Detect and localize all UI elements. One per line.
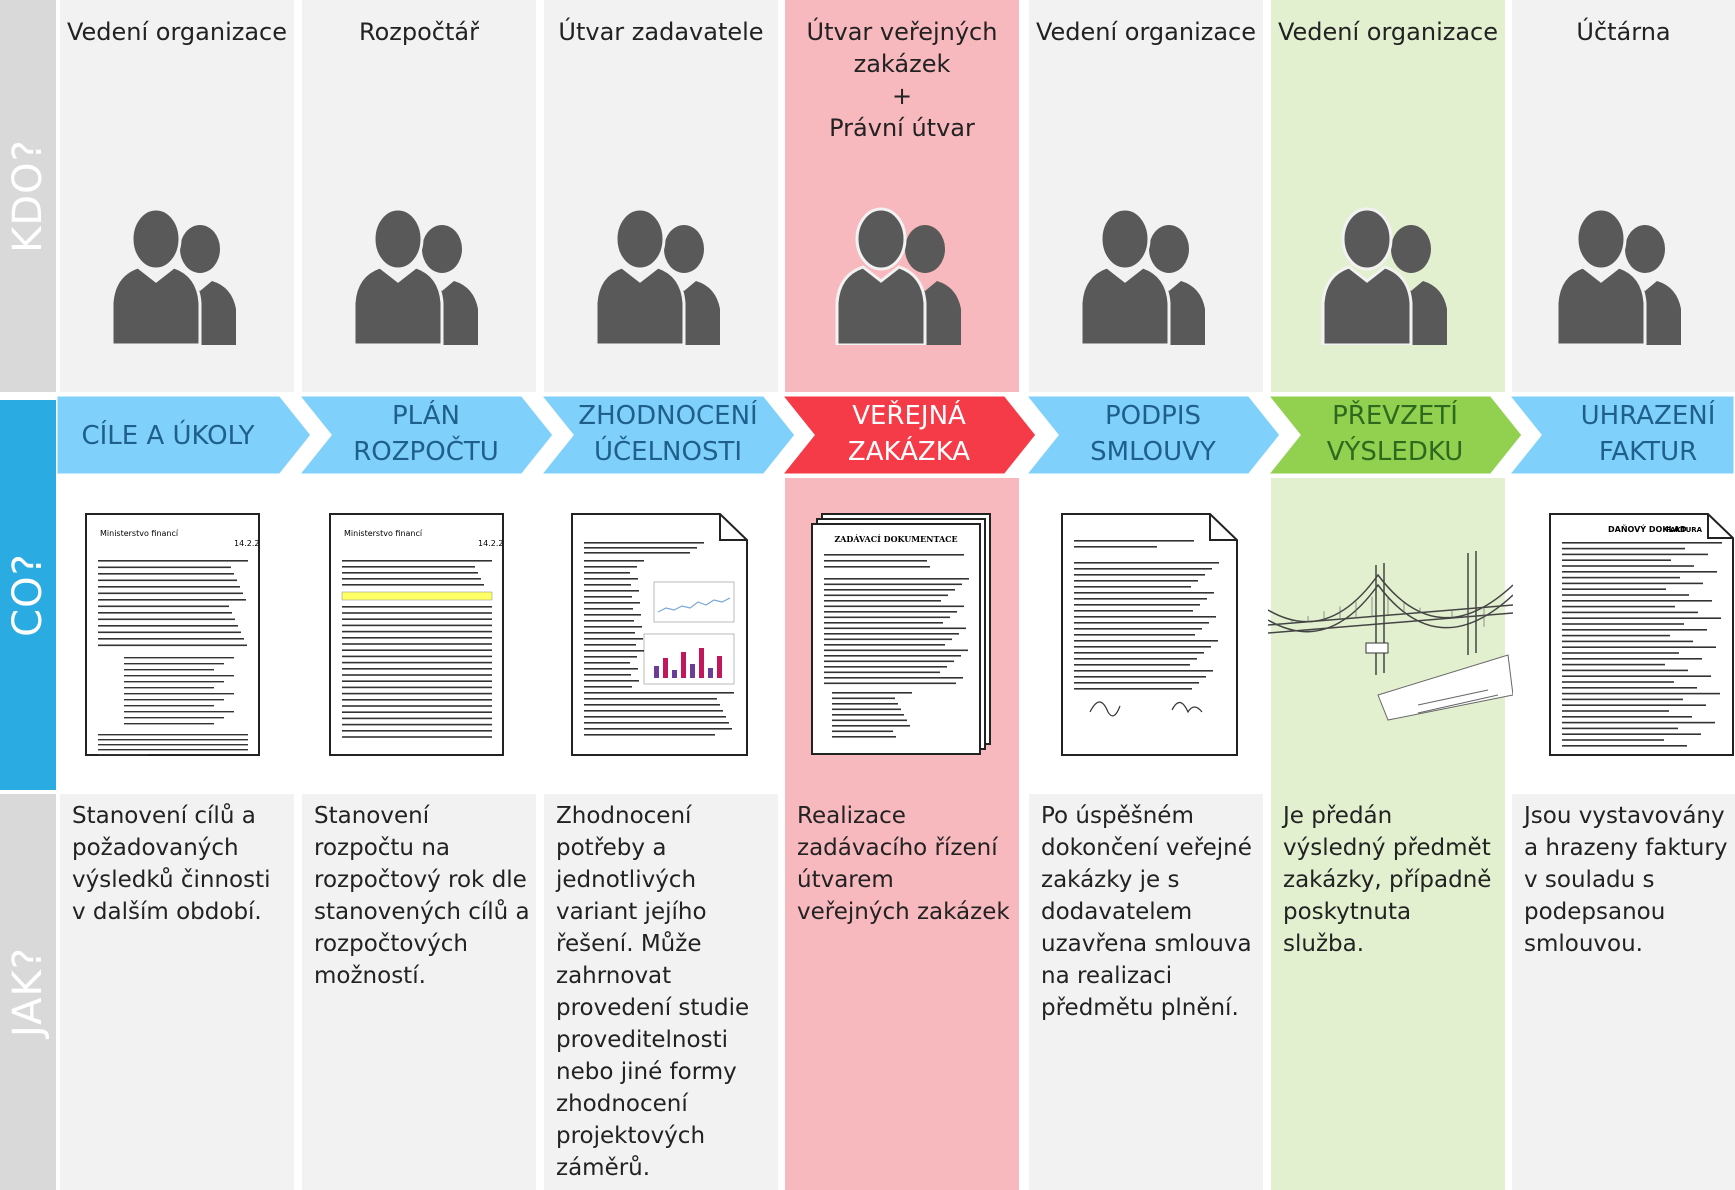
people-icon	[1321, 207, 1449, 345]
chevron-step-label: PŘEVZETÍ	[1332, 399, 1458, 431]
who-label: Vedení organizace	[66, 18, 288, 46]
who-label: Rozpočtář	[359, 18, 479, 46]
document-icon: Ministerstvo financí 14.2.2	[85, 513, 260, 756]
how-description: Zhodnocení potřeby a jednotlivých varian…	[556, 803, 750, 1181]
chevron-step-label: PODPIS	[1105, 401, 1201, 431]
how-cell-bg	[1271, 794, 1505, 1190]
how-cell-bg	[1029, 794, 1263, 1190]
how-cell-bg	[1512, 794, 1735, 1190]
people-icon	[1555, 207, 1683, 345]
how-description: Stanovení cílů a požadovaných výsledků č…	[72, 803, 271, 925]
svg-text:ZADÁVACÍ DOKUMENTACE: ZADÁVACÍ DOKUMENTACE	[834, 534, 957, 544]
how-cell-bg	[785, 794, 1019, 1190]
chevron-step	[1021, 393, 1283, 477]
process-chevrons: CÍLE A ÚKOLY PLÁN ROZPOČTU ZHODNOCENÍ ÚČELNO…	[56, 393, 1735, 477]
how-cell-bg	[544, 794, 778, 1190]
how-description: Jsou vystavovány a hrazeny faktury v sou…	[1524, 803, 1728, 957]
people-icon	[594, 207, 722, 345]
people-icon	[1079, 207, 1207, 345]
axis-how-label: JAK?	[0, 794, 56, 1190]
chevron-step-label: CÍLE A ÚKOLY	[81, 419, 254, 451]
svg-text:DAŇOVÝ DOKLAD: DAŇOVÝ DOKLAD	[1608, 523, 1687, 534]
svg-text:FAKTURA: FAKTURA	[1666, 526, 1703, 534]
how-description: Je předán výsledný předmět zakázky, příp…	[1283, 803, 1492, 957]
how-description: Po úspěšném dokončení veřejné zakázky je…	[1041, 803, 1252, 1021]
svg-text:14.2.2: 14.2.2	[234, 539, 259, 548]
chevron-step	[777, 393, 1039, 477]
chevron-step	[536, 393, 798, 477]
chevron-step	[1263, 393, 1525, 477]
invoice-document-icon: DAŇOVÝ DOKLAD FAKTURA	[1549, 513, 1734, 756]
study-document-icon	[571, 513, 748, 756]
chevron-step-label: ÚČELNOSTI	[594, 435, 742, 467]
doc-cell-bg	[1271, 478, 1505, 794]
chevron-step-label: VEŘEJNÁ	[852, 399, 966, 431]
who-label: Vedení organizace	[1035, 18, 1257, 46]
people-icon	[110, 207, 238, 345]
budget-table-document-icon: Ministerstvo financí 14.2.2	[329, 513, 504, 756]
svg-text:14.2.2: 14.2.2	[478, 539, 503, 548]
chevron-step-label: VÝSLEDKU	[1327, 435, 1464, 467]
bridge-icon	[1268, 551, 1513, 721]
who-label: Vedení organizace	[1277, 18, 1499, 46]
chevron-step	[56, 393, 314, 477]
tender-documentation-icon: ZADÁVACÍ DOKUMENTACE	[811, 513, 991, 755]
signed-contract-icon	[1061, 513, 1238, 756]
axis-what-label: CO?	[0, 400, 56, 790]
chevron-step-label: FAKTUR	[1599, 437, 1697, 467]
how-cell-bg	[60, 794, 294, 1190]
chevron-step-label: PLÁN	[392, 399, 460, 431]
svg-text:Ministerstvo financí: Ministerstvo financí	[100, 529, 179, 538]
chevron-step-label: ZHODNOCENÍ	[578, 399, 757, 431]
people-icon	[352, 207, 480, 345]
chevron-step-label: UHRAZENÍ	[1581, 399, 1716, 431]
how-cell-bg	[302, 794, 536, 1190]
chevron-step-label: ROZPOČTU	[353, 435, 499, 467]
svg-text:Ministerstvo financí: Ministerstvo financí	[344, 529, 423, 538]
chevron-step-label: ZAKÁZKA	[848, 435, 970, 467]
chevron-step-label: SMLOUVY	[1090, 437, 1216, 467]
axis-who-label: KDO?	[0, 0, 56, 392]
people-icon	[835, 207, 963, 345]
who-label: Útvar zadavatele	[558, 18, 764, 46]
chevron-step	[1504, 393, 1735, 477]
chevron-step	[294, 393, 556, 477]
who-label: Účtárna	[1576, 18, 1671, 46]
how-description: Stanovení rozpočtu na rozpočtový rok dle…	[314, 803, 530, 989]
how-description: Realizace zadávacího řízení útvarem veře…	[797, 803, 1010, 925]
who-label: Útvar veřejných zakázek + Právní útvar	[806, 18, 998, 142]
